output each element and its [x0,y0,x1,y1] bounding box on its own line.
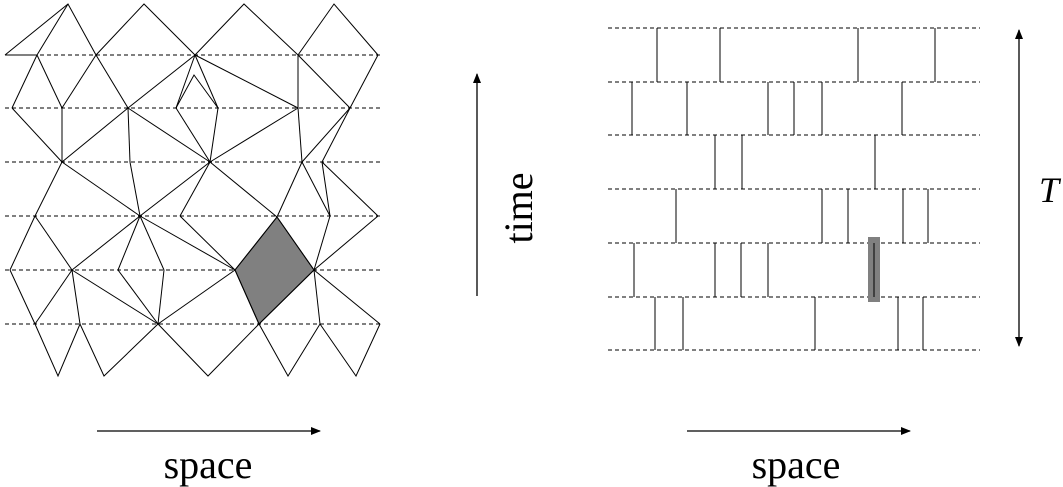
left-spacetime-mesh [4,3,381,378]
right-time-slices [608,27,980,351]
time-axis-label: time [496,172,541,243]
shaded-mesh-cell [234,216,315,325]
left-space-axis-label: space [164,442,253,487]
right-time-slabs [608,27,980,351]
slab-walls [631,28,936,350]
left-time-slices [5,54,380,325]
right-space-axis-label: space [752,442,841,487]
period-label: T [1039,170,1062,210]
mesh-edges [4,3,381,378]
